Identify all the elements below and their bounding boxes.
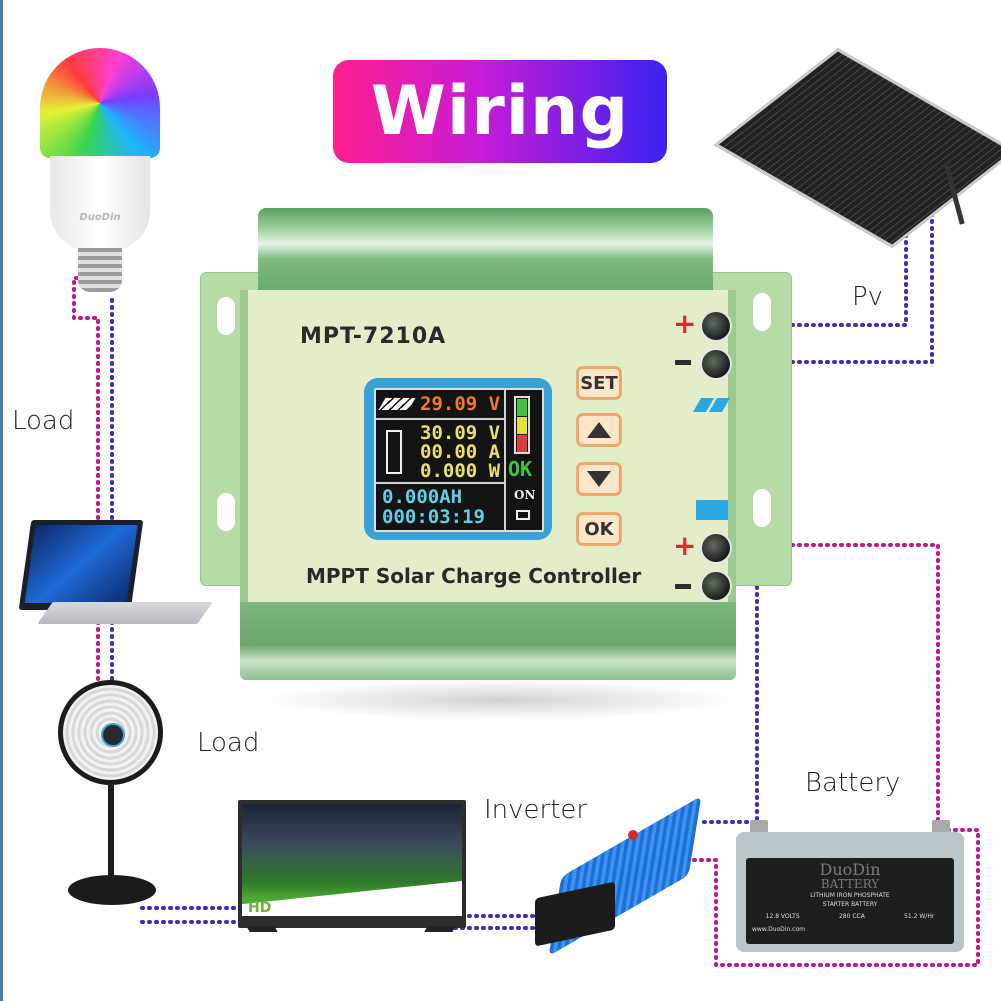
lcd-divider bbox=[376, 418, 504, 420]
fan-pole bbox=[108, 785, 114, 880]
solar-panel bbox=[713, 45, 1001, 265]
solar-panel-icon bbox=[378, 398, 416, 410]
lcd-amp-hours: 0.000AH bbox=[382, 486, 463, 508]
ok-button[interactable]: OK bbox=[576, 512, 622, 546]
mount-slot bbox=[217, 493, 235, 531]
set-button[interactable]: SET bbox=[576, 366, 622, 400]
wire-battery-positive bbox=[653, 543, 980, 967]
down-button[interactable] bbox=[576, 462, 622, 496]
lcd-current: 00.00 A bbox=[420, 441, 501, 463]
arrow-down-icon bbox=[587, 471, 611, 487]
tv-banner-strip bbox=[242, 879, 462, 916]
label-pv: Pv bbox=[852, 282, 884, 312]
inverter-fuse bbox=[628, 830, 638, 840]
arrow-up-icon bbox=[587, 422, 611, 438]
pv-negative-terminal[interactable] bbox=[700, 348, 732, 380]
lcd-display: 29.09 V 30.09 V 00.00 A 0.000 W 0.000AH … bbox=[364, 378, 552, 540]
inverter-outlets bbox=[535, 881, 615, 947]
rgb-bulb: DuoDin bbox=[40, 48, 160, 298]
mount-slot bbox=[753, 489, 771, 527]
pv-plus-sign: + bbox=[673, 307, 697, 340]
unlock-icon bbox=[516, 510, 530, 520]
title-banner: Wiring bbox=[333, 60, 667, 163]
battery-energy: 51.2 W/Hr bbox=[904, 913, 935, 920]
fan-hub bbox=[101, 723, 125, 747]
laptop-screen bbox=[18, 520, 144, 610]
laptop bbox=[18, 520, 213, 635]
bulb-base bbox=[78, 248, 122, 292]
battery-type: BATTERY bbox=[820, 877, 880, 891]
television: HD bbox=[238, 800, 466, 935]
controller-heatsink-top bbox=[258, 208, 713, 293]
battery-outline-icon bbox=[386, 430, 402, 474]
power-inverter bbox=[535, 795, 702, 957]
tv-hd-badge: HD bbox=[248, 900, 272, 916]
battery-level-mid bbox=[517, 417, 527, 434]
controller-model: MPT-7210A bbox=[300, 324, 447, 349]
windows-wallpaper bbox=[24, 525, 138, 603]
standing-fan bbox=[58, 680, 168, 920]
battery-url: www.DuoDin.com bbox=[752, 926, 805, 933]
left-border bbox=[0, 0, 3, 1001]
fan-cage bbox=[58, 680, 163, 785]
label-inverter: Inverter bbox=[484, 795, 588, 825]
lcd-battery-voltage: 30.09 V bbox=[420, 422, 501, 444]
ok-label: OK bbox=[584, 518, 614, 540]
bulb-brand: DuoDin bbox=[79, 212, 121, 223]
battery-volts: 12.8 VOLTS bbox=[765, 913, 800, 920]
label-battery: Battery bbox=[805, 768, 901, 798]
lcd-divider bbox=[504, 390, 506, 530]
battery-plus-sign: + bbox=[673, 529, 697, 562]
mount-slot bbox=[217, 297, 235, 335]
lcd-power: 0.000 W bbox=[420, 460, 501, 482]
label-load-bottom: Load bbox=[197, 728, 260, 758]
lcd-pv-voltage: 29.09 V bbox=[420, 393, 501, 415]
controller-shadow bbox=[260, 680, 740, 720]
battery-label: DuoDin BATTERY LITHIUM IRON PHOSPHATE ST… bbox=[746, 858, 954, 944]
pv-minus-sign bbox=[675, 360, 691, 365]
fan-base bbox=[68, 875, 156, 905]
lcd-output-state: ON bbox=[514, 488, 536, 502]
tv-frame: HD bbox=[238, 800, 466, 928]
label-load-top: Load bbox=[12, 406, 75, 436]
lcd-status: OK bbox=[508, 457, 533, 481]
battery: DuoDin BATTERY LITHIUM IRON PHOSPHATE ST… bbox=[736, 818, 966, 953]
battery-level-icon bbox=[514, 396, 530, 454]
tv-foot-right bbox=[424, 926, 456, 932]
bulb-body: DuoDin bbox=[50, 156, 150, 251]
pv-positive-terminal[interactable] bbox=[700, 310, 732, 342]
lcd-runtime: 000:03:19 bbox=[382, 506, 485, 528]
set-label: SET bbox=[580, 372, 618, 394]
battery-terminal-positive bbox=[932, 820, 950, 834]
battery-chemistry: LITHIUM IRON PHOSPHATE bbox=[810, 892, 890, 899]
controller-heatsink-bottom bbox=[240, 602, 736, 680]
up-button[interactable] bbox=[576, 413, 622, 447]
battery-positive-terminal[interactable] bbox=[700, 532, 732, 564]
title-text: Wiring bbox=[370, 72, 630, 151]
lcd-screen: 29.09 V 30.09 V 00.00 A 0.000 W 0.000AH … bbox=[374, 388, 544, 532]
battery-minus-sign bbox=[675, 584, 691, 589]
battery-brand: DuoDin bbox=[819, 860, 881, 879]
battery-level-high bbox=[517, 399, 527, 416]
battery-use: STARTER BATTERY bbox=[822, 901, 878, 908]
battery-icon bbox=[696, 500, 728, 520]
battery-level-low bbox=[517, 435, 527, 452]
battery-case: DuoDin BATTERY LITHIUM IRON PHOSPHATE ST… bbox=[736, 832, 964, 952]
lcd-divider bbox=[376, 482, 504, 484]
battery-terminal-negative bbox=[750, 820, 768, 834]
mount-slot bbox=[753, 293, 771, 331]
battery-negative-terminal[interactable] bbox=[700, 570, 732, 602]
laptop-keyboard-deck bbox=[37, 602, 213, 624]
bulb-dome bbox=[40, 48, 160, 158]
tv-screen: HD bbox=[242, 804, 462, 916]
tv-foot-left bbox=[246, 926, 278, 932]
battery-cca: 280 CCA bbox=[838, 913, 865, 920]
controller-name: MPPT Solar Charge Controller bbox=[306, 564, 642, 588]
